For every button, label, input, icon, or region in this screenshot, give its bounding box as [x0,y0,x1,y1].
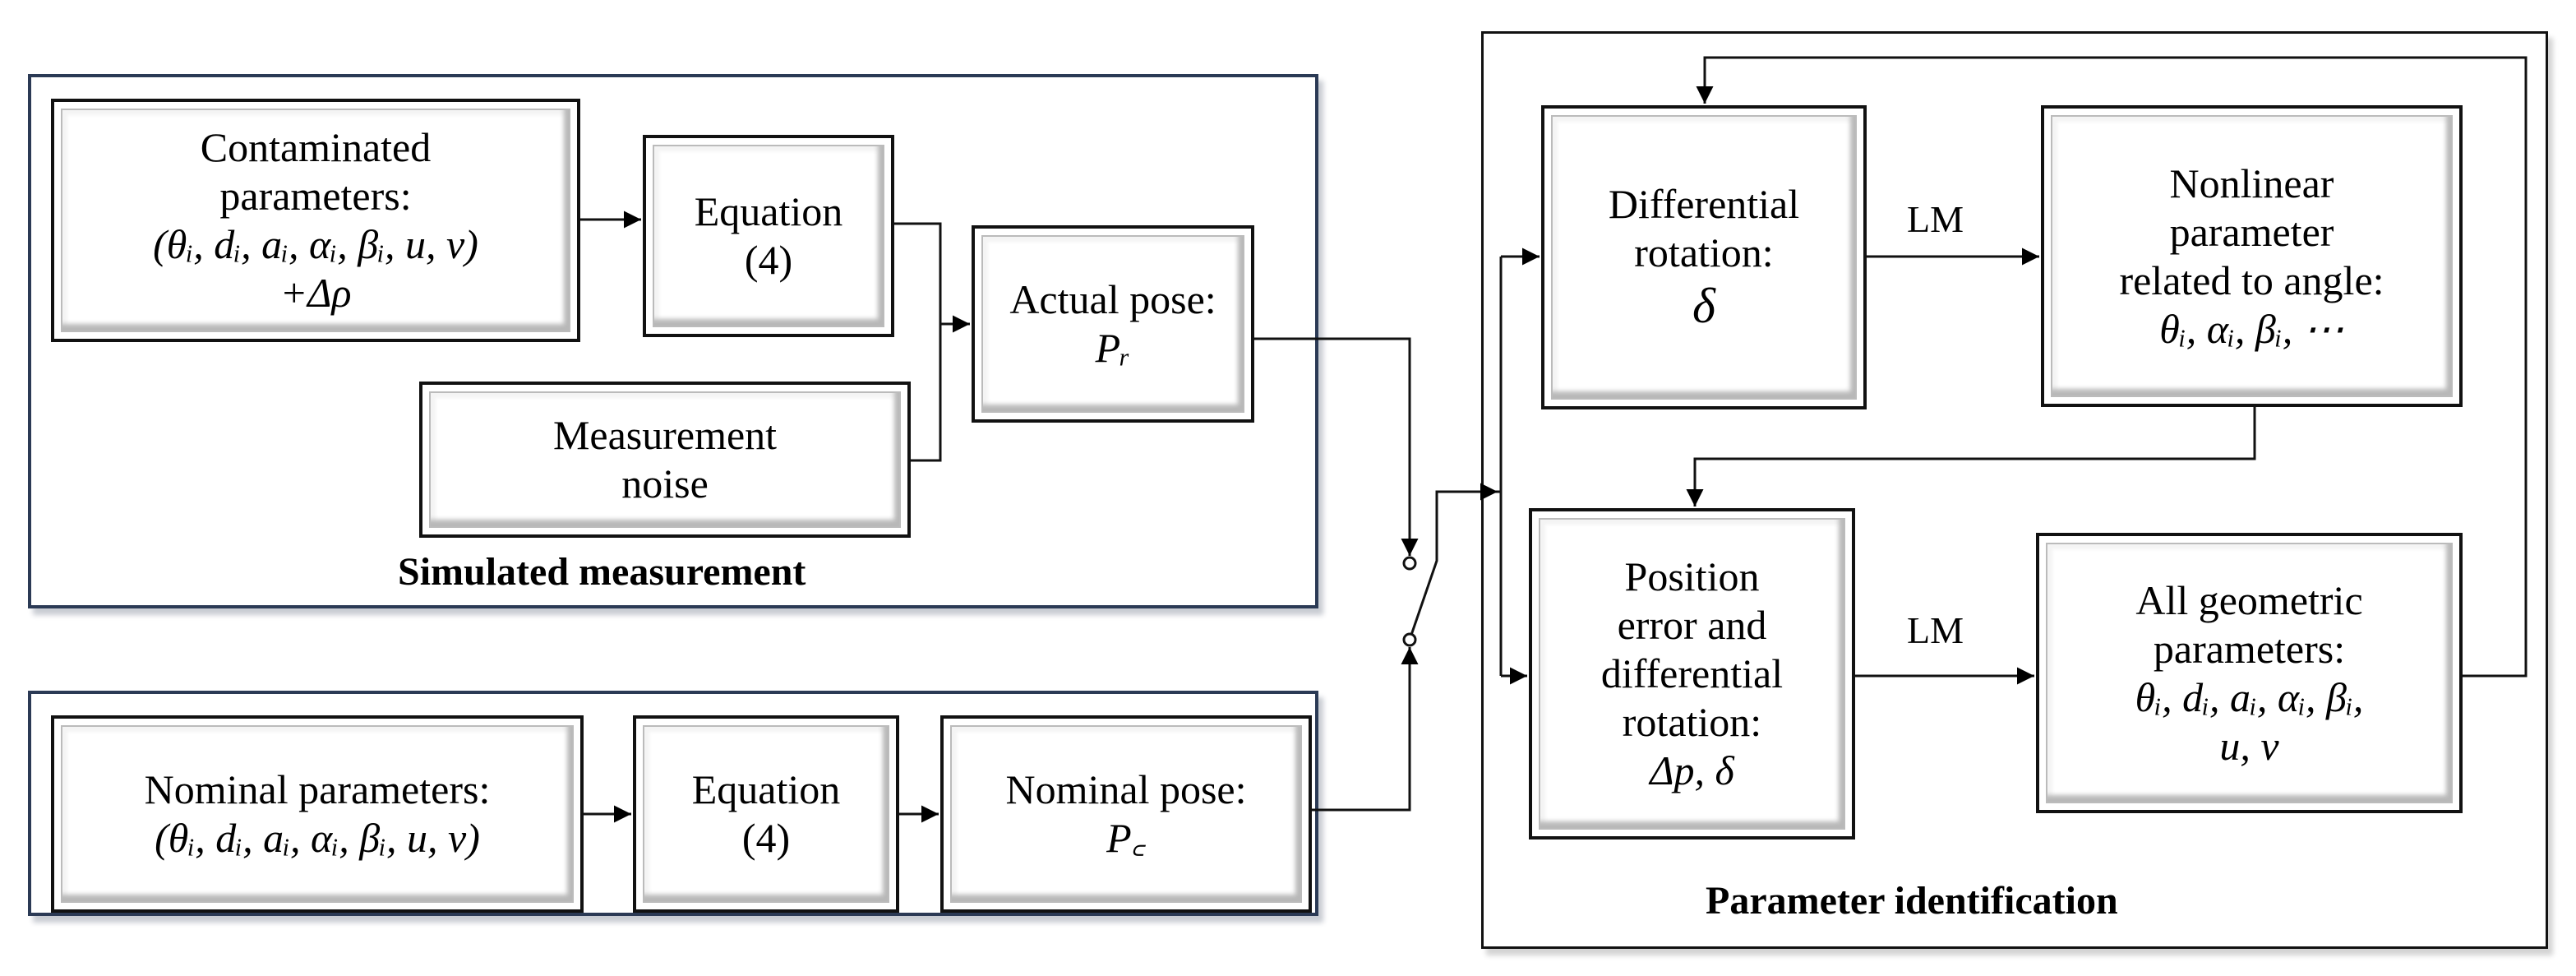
block-text: Actual pose: [1009,276,1216,322]
block-text: rotation: [1622,699,1762,745]
nominal-group [28,691,1318,916]
edge-feedback-loop [1696,56,2528,678]
measurement-noise-block: Measurement noise [419,382,911,538]
block-text: error and [1617,602,1767,648]
switch-contact-bottom [1402,632,1417,647]
edge-junction-split [1498,257,1503,676]
actual-pose-block: Actual pose: Pᵣ [972,225,1254,423]
block-text: (θᵢ, dᵢ, aᵢ, αᵢ, βᵢ, u, v) [153,221,478,267]
block-text: Δp, δ [1650,747,1734,793]
block-text: θᵢ, αᵢ, βᵢ, ⋯ [2159,305,2344,352]
lm-label-top: LM [1907,198,1964,240]
equation-4-top-block: Equation (4) [643,135,894,337]
block-text: Differential [1608,180,1800,227]
differential-rotation-block: Differential rotation: δ [1541,105,1867,409]
block-text: Position [1624,553,1760,599]
block-text: related to angle: [2119,257,2384,303]
block-text: rotation: [1634,229,1774,275]
edge-nonlinear-to-position-error [1686,407,2256,507]
nonlinear-parameter-block: Nonlinear parameter related to angle: θᵢ… [2041,105,2463,407]
block-text: Nonlinear [2169,160,2334,206]
block-text: parameters: [2153,625,2346,672]
edge-actual-pose-to-switch [1254,337,1419,556]
switch-contact-top [1402,556,1417,571]
nominal-parameters-block: Nominal parameters: (θᵢ, dᵢ, aᵢ, αᵢ, βᵢ,… [51,715,584,913]
block-text: Pᵣ [1095,325,1131,371]
edge-equation-to-junction [894,222,942,462]
block-text: Contaminated [200,124,432,170]
block-text: +Δρ [279,270,352,316]
block-text: Nominal parameters: [144,766,491,812]
block-text: differential [1600,650,1784,696]
lm-label-bottom: LM [1907,609,1964,651]
block-text: δ [1692,278,1715,333]
all-geometric-parameters-block: All geometric parameters: θᵢ, dᵢ, aᵢ, αᵢ… [2036,533,2463,813]
block-text: noise [621,460,709,507]
block-text: (4) [741,815,791,861]
contaminated-parameters-block: Contaminated parameters: (θᵢ, dᵢ, aᵢ, αᵢ… [51,99,580,342]
simulated-measurement-group [28,74,1318,608]
switch-blade [1408,483,1498,641]
equation-4-bottom-block: Equation (4) [633,715,899,913]
block-text: Nominal pose: [1005,766,1247,812]
block-text: parameters: [219,173,412,219]
block-text: θᵢ, dᵢ, aᵢ, αᵢ, βᵢ, [2135,673,2364,720]
block-text: Equation [694,188,843,234]
block-text: Measurement [552,412,778,458]
block-text: (4) [744,237,793,283]
block-text: Equation [691,766,841,812]
block-text: parameter [2169,208,2334,255]
nominal-pose-block: Nominal pose: P꜀ [940,715,1312,913]
simulated-measurement-title: Simulated measurement [398,550,806,594]
block-text: (θᵢ, dᵢ, aᵢ, αᵢ, βᵢ, u, v) [155,815,480,861]
parameter-identification-title: Parameter identification [1706,879,2118,923]
position-error-block: Position error and differential rotation… [1529,508,1855,840]
block-text: All geometric [2135,576,2363,623]
edge-nominal-pose-to-switch [1312,647,1419,812]
block-text: u, v [2219,722,2279,769]
block-text: P꜀ [1106,815,1146,861]
